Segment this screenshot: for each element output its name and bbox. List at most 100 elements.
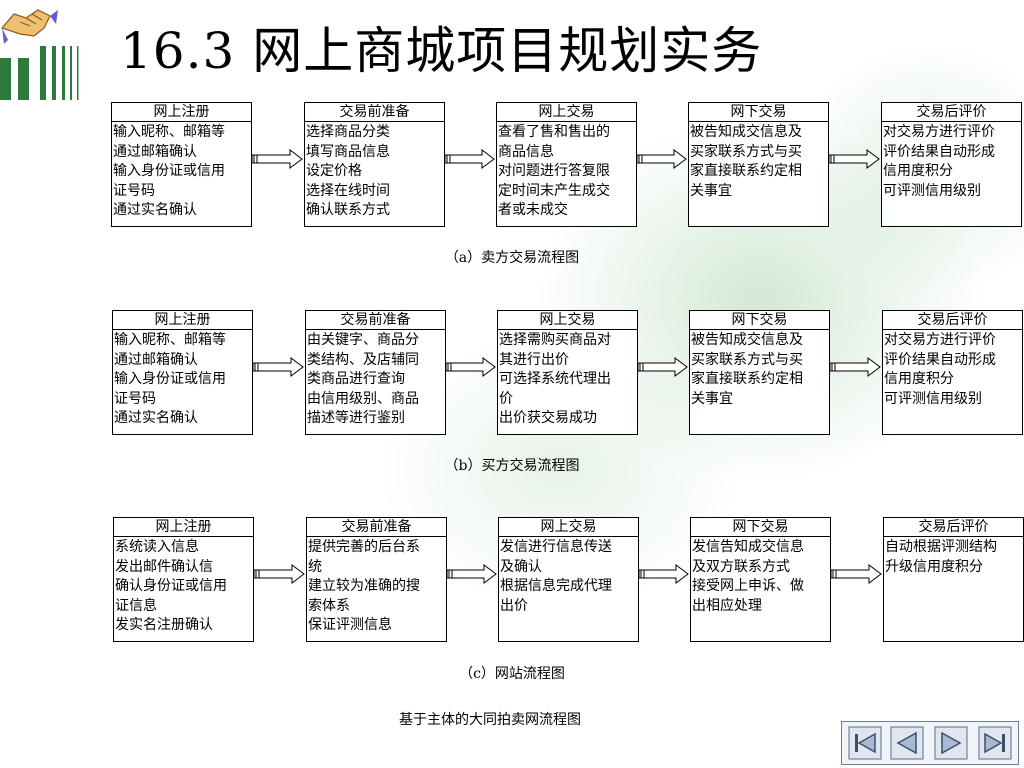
step-description-line: 发信告知成交信息 — [692, 539, 804, 555]
step-description-line: 信用度积分 — [884, 371, 954, 387]
step-description-line: 关事宜 — [691, 390, 733, 407]
step-description: 对交易方进行评价评价结果自动形成信用度积分可评测信用级别 — [883, 330, 1022, 409]
flow-caption: （a）卖方交易流程图 — [444, 250, 580, 266]
step-description-line: 证信息 — [115, 597, 157, 614]
step-box-pre-trade-preparation: 交易前准备选择商品分类填写商品信息设定价格选择在线时间确认联系方式 — [304, 102, 445, 227]
step-description-line: 建立较为准确的搜 — [308, 578, 420, 594]
flow-arrow-icon — [445, 357, 496, 377]
step-box-offline-trade: 网下交易被告知成交信息及买家联系方式与买家直接联系约定相关事宜 — [688, 102, 829, 227]
step-description: 由关键字、商品分类结构、及店辅同类商品进行查询由信用级别、商品描述等进行鉴别 — [306, 330, 445, 429]
step-description-line: 确认联系方式 — [306, 202, 390, 218]
step-description-line: 通过实名确认 — [113, 202, 197, 218]
step-description: 发信进行信息传送及确认根据信息完成代理出价 — [499, 537, 638, 616]
step-description-line: 评价结果自动形成 — [883, 143, 995, 160]
step-description-line: 及双方联系方式 — [692, 558, 790, 575]
step-box-pre-trade-preparation: 交易前准备由关键字、商品分类结构、及店辅同类商品进行查询由信用级别、商品描述等进… — [305, 310, 446, 435]
step-description-line: 可评测信用级别 — [883, 182, 981, 199]
step-box-online-trade: 网上交易查看了售和售出的商品信息对问题进行答复限定时间末产生成交者或未成交 — [496, 102, 637, 227]
step-description-line: 通过实名确认 — [114, 410, 198, 426]
step-description: 提供完善的后台系统建立较为准确的搜索体系保证评测信息 — [307, 537, 446, 636]
step-description: 被告知成交信息及买家联系方式与买家直接联系约定相关事宜 — [689, 122, 828, 201]
step-description-line: 接受网上申诉、做 — [692, 578, 804, 594]
diagram-footer-caption: 基于主体的大同拍卖网流程图 — [399, 712, 581, 728]
step-description-line: 选择在线时间 — [306, 182, 390, 199]
step-description-line: 家直接联系约定相 — [690, 163, 802, 179]
step-box-online-trade: 网上交易选择需购买商品对其进行出价可选择系统代理出价出价获交易成功 — [497, 310, 638, 435]
flow-arrow-icon — [446, 564, 497, 584]
step-description-line: 输入昵称、邮箱等 — [114, 332, 226, 348]
step-description: 系统读入信息发出邮件确认信确认身份证或信用证信息发实名注册确认 — [114, 537, 253, 636]
step-description: 自动根据评测结构升级信用度积分 — [884, 537, 1023, 577]
last-slide-icon[interactable] — [978, 726, 1012, 760]
step-description-line: 信用度积分 — [883, 163, 953, 179]
previous-slide-icon[interactable] — [890, 726, 924, 760]
step-box-post-trade-evaluation: 交易后评价对交易方进行评价评价结果自动形成信用度积分可评测信用级别 — [882, 310, 1023, 435]
step-description-line: 通过邮箱确认 — [113, 143, 197, 160]
first-slide-icon[interactable] — [848, 726, 882, 760]
step-title: 交易前准备 — [306, 311, 445, 330]
step-description: 输入昵称、邮箱等通过邮箱确认输入身份证或信用证号码通过实名确认 — [112, 122, 251, 221]
step-box-offline-trade: 网下交易被告知成交信息及买家联系方式与买家直接联系约定相关事宜 — [689, 310, 830, 435]
step-description-line: 可选择系统代理出 — [499, 371, 611, 387]
step-description-line: 选择商品分类 — [306, 124, 390, 140]
step-description-line: 发实名注册确认 — [115, 617, 213, 633]
step-description-line: 定时间末产生成交 — [498, 182, 610, 199]
step-description-line: 出价获交易成功 — [499, 410, 597, 426]
flow-arrow-icon — [251, 149, 303, 169]
step-description-line: 对交易方进行评价 — [884, 332, 996, 348]
step-title: 网上注册 — [113, 311, 252, 330]
step-description-line: 根据信息完成代理 — [500, 578, 612, 594]
step-title: 交易前准备 — [305, 103, 444, 122]
step-title: 网上注册 — [112, 103, 251, 122]
flow-arrow-icon — [636, 149, 687, 169]
step-description-line: 类结构、及店辅同 — [307, 351, 419, 368]
step-description-line: 对交易方进行评价 — [883, 124, 995, 140]
step-title: 网上交易 — [499, 518, 638, 537]
slide-title: 16.3 网上商城项目规划实务 — [120, 22, 763, 80]
step-description-line: 被告知成交信息及 — [690, 124, 802, 140]
step-description-line: 确认身份证或信用 — [115, 578, 227, 594]
step-description-line: 价 — [499, 390, 513, 407]
step-description-line: 出价 — [500, 597, 528, 614]
step-description: 选择商品分类填写商品信息设定价格选择在线时间确认联系方式 — [305, 122, 444, 221]
step-title: 交易后评价 — [882, 103, 1021, 122]
flow-caption: （b）买方交易流程图 — [444, 458, 580, 474]
step-title: 交易后评价 — [883, 311, 1022, 330]
step-description-line: 被告知成交信息及 — [691, 332, 803, 348]
step-description-line: 关事宜 — [690, 182, 732, 199]
step-description-line: 买家联系方式与买 — [691, 351, 803, 368]
slide-navigation-bar — [841, 721, 1019, 765]
step-description-line: 可评测信用级别 — [884, 390, 982, 407]
step-box-offline-trade: 网下交易发信告知成交信息及双方联系方式接受网上申诉、做出相应处理 — [690, 517, 831, 642]
next-slide-icon[interactable] — [934, 726, 968, 760]
flow-arrow-icon — [828, 149, 880, 169]
step-box-online-registration: 网上注册系统读入信息发出邮件确认信确认身份证或信用证信息发实名注册确认 — [113, 517, 254, 642]
flow-arrow-icon — [253, 564, 305, 584]
flow-arrow-icon — [637, 357, 688, 377]
step-description-line: 买家联系方式与买 — [690, 143, 802, 160]
step-description-line: 类商品进行查询 — [307, 371, 405, 387]
step-description-line: 发出邮件确认信 — [115, 558, 213, 575]
step-description-line: 索体系 — [308, 597, 350, 614]
flow-caption: （c）网站流程图 — [459, 666, 565, 682]
step-title: 网上交易 — [497, 103, 636, 122]
step-description-line: 及确认 — [500, 558, 542, 575]
flow-arrow-icon — [830, 564, 882, 584]
step-title: 网上注册 — [114, 518, 253, 537]
flow-arrow-icon — [638, 564, 689, 584]
step-description-line: 设定价格 — [306, 163, 362, 179]
step-description: 对交易方进行评价评价结果自动形成信用度积分可评测信用级别 — [882, 122, 1021, 201]
flow-arrow-icon — [444, 149, 495, 169]
step-description-line: 自动根据评测结构 — [885, 539, 997, 555]
step-description-line: 输入身份证或信用 — [113, 163, 225, 179]
step-description-line: 由信用级别、商品 — [307, 390, 419, 407]
step-title: 网下交易 — [691, 518, 830, 537]
step-description-line: 证号码 — [114, 390, 156, 407]
step-description-line: 描述等进行鉴别 — [307, 410, 405, 426]
step-description-line: 对问题进行答复限 — [498, 163, 610, 179]
step-description-line: 通过邮箱确认 — [114, 351, 198, 368]
step-box-pre-trade-preparation: 交易前准备提供完善的后台系统建立较为准确的搜索体系保证评测信息 — [306, 517, 447, 642]
step-description-line: 输入身份证或信用 — [114, 371, 226, 387]
step-description-line: 填写商品信息 — [306, 143, 390, 160]
step-title: 网下交易 — [690, 311, 829, 330]
